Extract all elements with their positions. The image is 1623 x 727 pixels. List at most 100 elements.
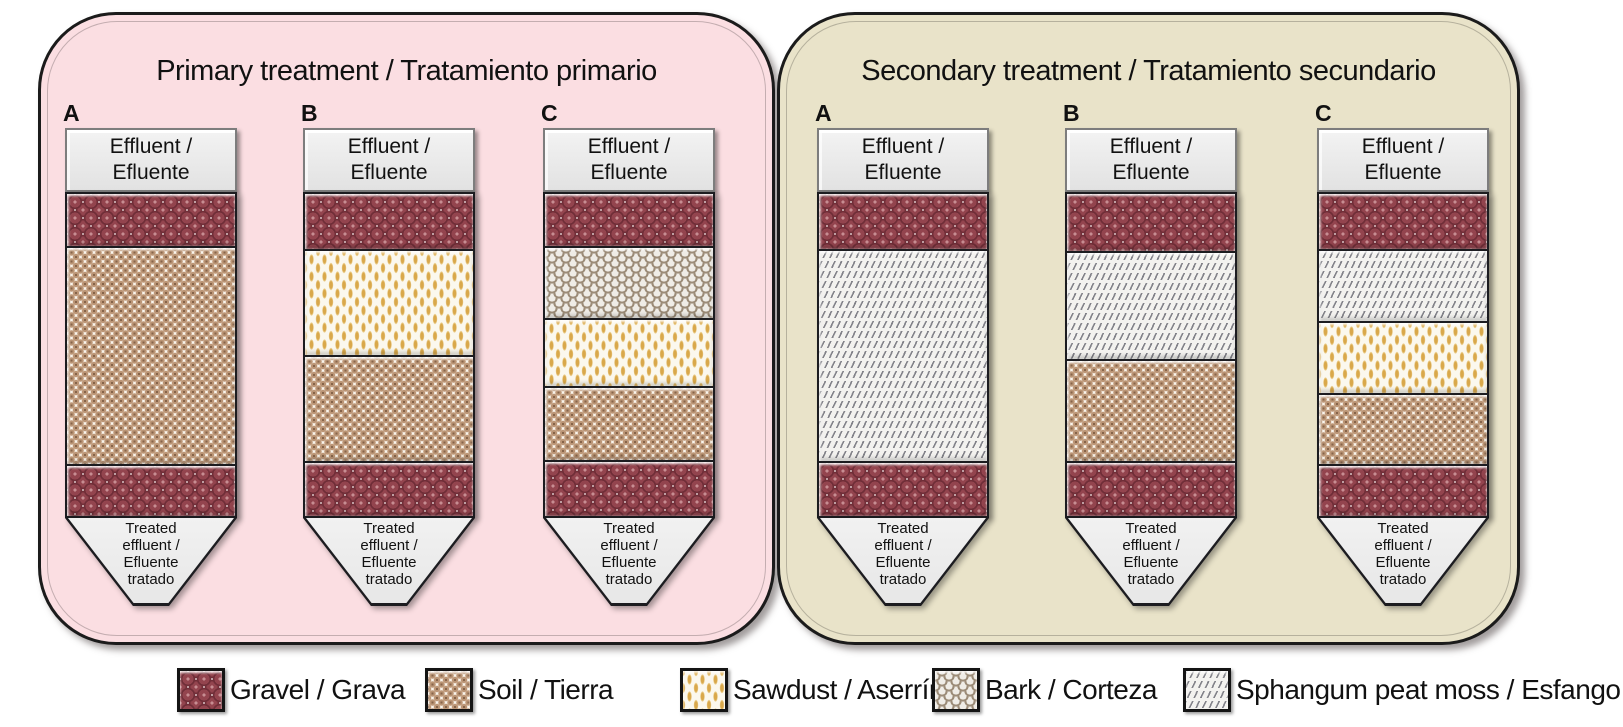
effluent-inlet-text-line: Efluente [590, 161, 668, 184]
layer-gravel [545, 460, 713, 516]
effluent-inlet-text-line: Efluente [350, 161, 428, 184]
layer-soil [305, 355, 473, 461]
treated-effluent-text-line: effluent / [1374, 536, 1432, 554]
layer-soil [1067, 359, 1235, 461]
legend-label-gravel: Gravel / Grava [230, 674, 406, 705]
effluent-inlet-box: Effluent / Efluente [543, 128, 715, 192]
layer-sawdust [1319, 321, 1487, 393]
column-label: A [815, 100, 832, 126]
bark-pattern-swatch [932, 668, 980, 712]
layer-gravel [67, 194, 235, 246]
effluent-inlet-text-line: Effluent / [109, 134, 193, 158]
effluent-inlet-text-line: Efluente [864, 161, 942, 184]
legend-item-bark: Bark / Corteza [932, 668, 1157, 712]
treated-effluent-text-line: tratado [1379, 570, 1427, 588]
effluent-inlet-text-line: Effluent / [1109, 134, 1193, 158]
legend-label-bark: Bark / Corteza [985, 674, 1157, 705]
effluent-inlet-text-line: Effluent / [347, 134, 431, 158]
layer-soil [67, 246, 235, 464]
layer-stack [65, 192, 237, 518]
layer-gravel [819, 461, 987, 516]
treated-effluent-text-line: Efluente [601, 553, 657, 571]
treated-effluent-text-line: tratado [127, 570, 175, 588]
effluent-inlet-text-line: Effluent / [1361, 134, 1445, 158]
layer-gravel [819, 194, 987, 249]
layer-soil [1319, 393, 1487, 464]
treated-effluent-text-line: effluent / [874, 536, 932, 554]
secondary-panel-title: Secondary treatment / Tratamiento secund… [861, 55, 1436, 87]
panel-primary-treatment: Primary treatment / Tratamiento primario… [38, 12, 775, 645]
treated-effluent-text-line: tratado [1127, 570, 1175, 588]
column-label: C [1315, 100, 1332, 126]
layer-stack [303, 192, 475, 518]
layer-gravel [305, 461, 473, 516]
layer-stack [817, 192, 989, 518]
treated-effluent-text-line: Efluente [875, 553, 931, 571]
layer-stack [1065, 192, 1237, 518]
treated-effluent-text-line: Treated [125, 520, 177, 537]
treated-effluent-text-line: Treated [603, 520, 655, 537]
layer-gravel [67, 464, 235, 516]
peat-pattern-swatch [1183, 668, 1231, 712]
treated-effluent-text-line: Treated [363, 520, 415, 537]
treated-effluent-text-line: Efluente [361, 553, 417, 571]
legend: Gravel / Grava Soil / Tierra Sawdust / Ase… [0, 668, 1623, 718]
layer-stack [543, 192, 715, 518]
legend-label-sawdust: Sawdust / Aserrín [733, 674, 944, 705]
layer-gravel [1067, 194, 1235, 251]
layer-bark [545, 246, 713, 318]
gravel-pattern-swatch [177, 668, 225, 712]
layer-stack [1317, 192, 1489, 518]
column-label: B [301, 100, 318, 126]
effluent-inlet-text-line: Efluente [112, 161, 190, 184]
treated-effluent-text-line: Efluente [1375, 553, 1431, 571]
treated-effluent-text-line: Efluente [1123, 553, 1179, 571]
layer-soil [545, 386, 713, 460]
layer-gravel [1067, 461, 1235, 516]
effluent-inlet-box: Effluent / Efluente [65, 128, 237, 192]
panel-secondary-treatment: Secondary treatment / Tratamiento secund… [777, 12, 1520, 645]
effluent-inlet-text-line: Effluent / [861, 134, 945, 158]
effluent-inlet-box: Effluent / Efluente [817, 128, 989, 192]
treated-effluent-text-line: tratado [879, 570, 927, 588]
layer-peat [1319, 249, 1487, 321]
treated-effluent-text-line: effluent / [600, 536, 658, 554]
treated-effluent-text-line: tratado [605, 570, 653, 588]
effluent-inlet-text-line: Efluente [1112, 161, 1190, 184]
layer-sawdust [545, 318, 713, 386]
effluent-inlet-text-line: Effluent / [587, 134, 671, 158]
primary-panel-title: Primary treatment / Tratamiento primario [156, 55, 657, 87]
layer-gravel [545, 194, 713, 246]
treated-effluent-text-line: Treated [1377, 520, 1429, 537]
treated-effluent-text-line: Treated [1125, 520, 1177, 537]
treated-effluent-text-line: effluent / [360, 536, 418, 554]
effluent-inlet-box: Effluent /Efluente [1317, 128, 1489, 192]
sawdust-pattern-swatch [680, 668, 728, 712]
layer-peat [819, 249, 987, 461]
layer-gravel [305, 194, 473, 249]
column-label: C [541, 100, 558, 126]
treated-effluent-text-line: Efluente [123, 553, 179, 571]
legend-item-soil: Soil / Tierra [425, 668, 614, 712]
legend-label-soil: Soil / Tierra [478, 674, 614, 705]
